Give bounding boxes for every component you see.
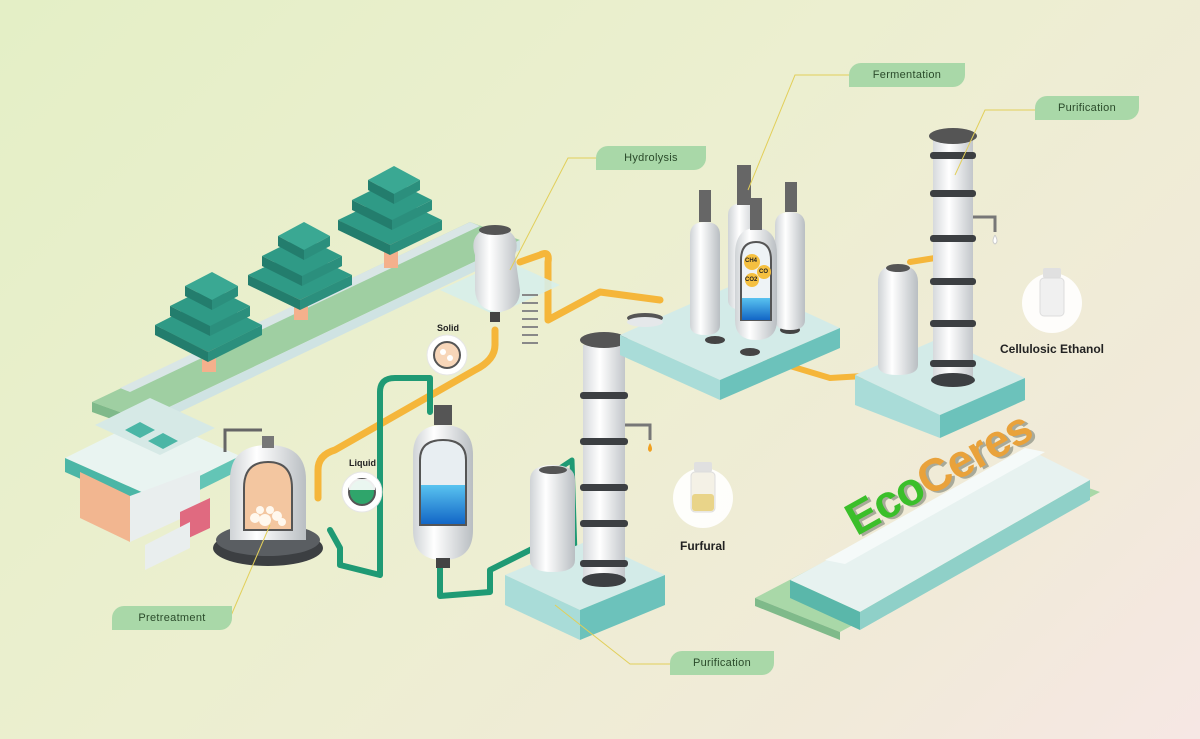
orange-pipe-pretreat-to-hydrolysis <box>314 326 499 502</box>
green-pipe-to-column <box>437 542 543 599</box>
orange-pipe-hydrolysis-up <box>516 250 664 324</box>
green-pipe-solid-liquid <box>327 375 433 578</box>
callout-lines <box>229 74 1035 665</box>
tree-right <box>338 166 442 268</box>
liquid-bubble <box>341 471 383 513</box>
fermentation-tanks <box>690 165 805 340</box>
label-co: CO <box>759 269 768 275</box>
tree-middle <box>248 222 352 320</box>
ethanol-bottle <box>1022 268 1082 333</box>
label-co2: CO2 <box>745 277 758 283</box>
tag-purification-top: Purification <box>1035 96 1139 120</box>
label-liquid: Liquid <box>349 458 376 468</box>
furfural-bottle <box>673 462 733 528</box>
tag-purification-bottom: Purification <box>670 651 774 675</box>
liquid-tank <box>413 405 473 568</box>
hydrolysis-tank <box>440 225 560 344</box>
pretreatment-reactor <box>213 428 323 566</box>
label-ch4: CH4 <box>745 258 758 264</box>
pretreatment-building <box>65 398 240 570</box>
tag-hydrolysis: Hydrolysis <box>596 146 706 170</box>
tree-left <box>155 272 262 372</box>
purification-column-top <box>929 128 998 387</box>
label-furfural: Furfural <box>680 539 726 553</box>
ecoceres-platform <box>755 448 1100 640</box>
label-solid: Solid <box>437 323 459 333</box>
orange-pipe-column-top <box>907 255 938 265</box>
label-cellulosic-ethanol: Cellulosic Ethanol <box>1000 342 1105 356</box>
solid-bubble <box>426 334 468 376</box>
tag-pretreatment: Pretreatment <box>112 606 232 630</box>
purification-column-bottom <box>580 332 652 587</box>
tag-fermentation: Fermentation <box>849 63 965 87</box>
